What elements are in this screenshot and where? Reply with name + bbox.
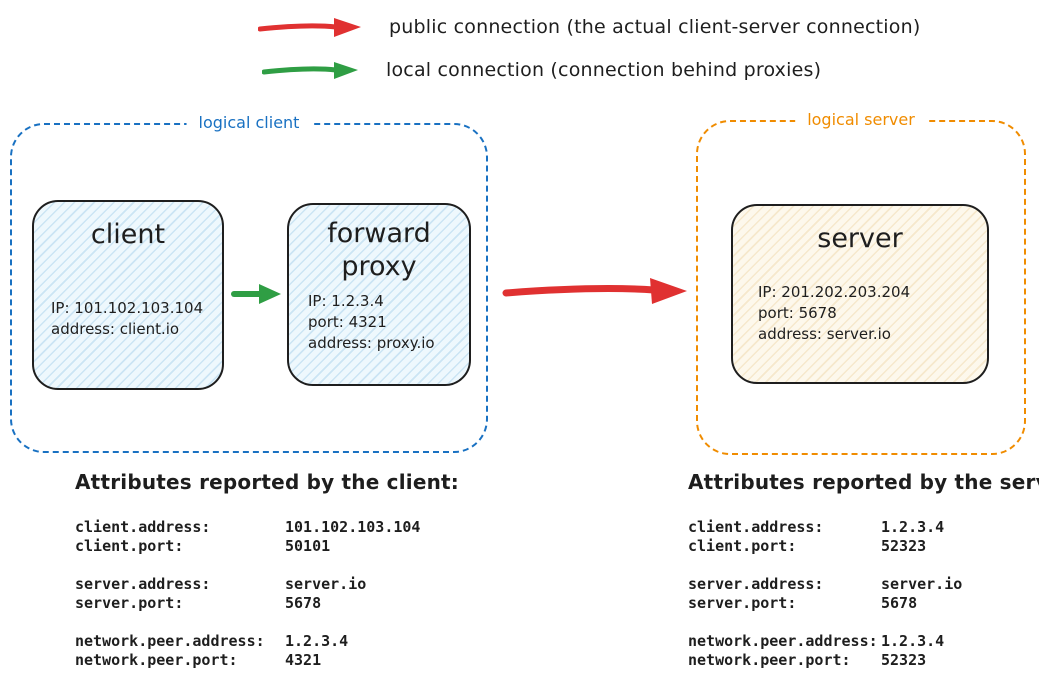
- attr-key: network.peer.address:: [75, 632, 265, 650]
- attr-value: server.io: [285, 575, 367, 593]
- server-port: port: 5678: [758, 304, 837, 322]
- proxy-address: address: proxy.io: [308, 334, 435, 352]
- attr-key: client.address:: [75, 518, 211, 536]
- server-attributes-table: client.address: 1.2.3.4 client.port: 523…: [688, 518, 1039, 670]
- attr-value: 5678: [881, 594, 918, 612]
- attr-key: client.port:: [688, 537, 797, 555]
- logical-server-label: logical server: [795, 110, 927, 129]
- legend-public-label: public connection (the actual client-ser…: [389, 16, 921, 38]
- table-row: server.port: 5678: [688, 594, 1039, 613]
- server-address: address: server.io: [758, 325, 891, 343]
- forward-proxy-node-title: forward proxy: [327, 218, 431, 282]
- client-to-proxy-arrow-icon: [231, 284, 281, 304]
- attr-key: server.address:: [75, 575, 211, 593]
- attr-value: 52323: [881, 651, 927, 669]
- attr-key: client.address:: [688, 518, 824, 536]
- attr-group-client: client.address: 101.102.103.104 client.p…: [75, 518, 459, 556]
- proxy-port: port: 4321: [308, 313, 387, 331]
- server-node: server IP: 201.202.203.204 port: 5678 ad…: [731, 204, 989, 384]
- attr-value: 1.2.3.4: [881, 632, 945, 650]
- attr-value: 5678: [285, 594, 322, 612]
- legend-local-connection: local connection (connection behind prox…: [262, 58, 821, 82]
- client-node: client IP: 101.102.103.104 address: clie…: [32, 200, 224, 390]
- client-address: address: client.io: [51, 320, 180, 338]
- table-row: network.peer.port: 4321: [75, 651, 459, 670]
- logical-client-label: logical client: [186, 113, 312, 132]
- client-ip: IP: 101.102.103.104: [51, 299, 204, 317]
- attr-group-client: client.address: 1.2.3.4 client.port: 523…: [688, 518, 1039, 556]
- table-row: server.address: server.io: [75, 575, 459, 594]
- legend-public-connection: public connection (the actual client-ser…: [258, 14, 920, 40]
- local-connection-arrow-icon: [262, 62, 358, 79]
- table-row: client.port: 50101: [75, 537, 459, 556]
- attr-key: server.port:: [688, 594, 797, 612]
- attr-value: 1.2.3.4: [881, 518, 945, 536]
- table-row: network.peer.address: 1.2.3.4: [75, 632, 459, 651]
- table-row: server.port: 5678: [75, 594, 459, 613]
- table-row: network.peer.address: 1.2.3.4: [688, 632, 1039, 651]
- attr-value: 101.102.103.104: [285, 518, 421, 536]
- attr-value: 52323: [881, 537, 927, 555]
- logical-server-group: logical server: [696, 110, 1026, 455]
- table-row: client.address: 101.102.103.104: [75, 518, 459, 537]
- attr-group-network-peer: network.peer.address: 1.2.3.4 network.pe…: [688, 632, 1039, 670]
- client-to-server-arrow-icon: [502, 278, 687, 304]
- proxy-ip: IP: 1.2.3.4: [308, 292, 384, 310]
- attr-key: network.peer.port:: [75, 651, 238, 669]
- attr-value: 50101: [285, 537, 331, 555]
- attr-key: network.peer.port:: [688, 651, 851, 669]
- table-row: client.port: 52323: [688, 537, 1039, 556]
- public-connection-arrow-icon: [258, 18, 361, 37]
- server-attributes-title: Attributes reported by the server:: [688, 470, 1039, 494]
- server-node-title: server: [817, 223, 903, 254]
- client-attributes-title: Attributes reported by the client:: [75, 470, 459, 494]
- table-row: network.peer.port: 52323: [688, 651, 1039, 670]
- attr-group-network-peer: network.peer.address: 1.2.3.4 network.pe…: [75, 632, 459, 670]
- attr-key: server.port:: [75, 594, 184, 612]
- attr-value: 1.2.3.4: [285, 632, 349, 650]
- attr-key: server.address:: [688, 575, 824, 593]
- client-node-details: IP: 101.102.103.104 address: client.io: [51, 298, 203, 340]
- attr-key: network.peer.address:: [688, 632, 878, 650]
- server-node-details: IP: 201.202.203.204 port: 5678 address: …: [758, 282, 910, 345]
- forward-proxy-node: forward proxy IP: 1.2.3.4 port: 4321 add…: [287, 203, 471, 386]
- server-attributes-section: Attributes reported by the server: clien…: [688, 470, 1039, 670]
- client-attributes-table: client.address: 101.102.103.104 client.p…: [75, 518, 459, 670]
- attr-group-server: server.address: server.io server.port: 5…: [75, 575, 459, 613]
- legend-local-label: local connection (connection behind prox…: [386, 59, 822, 81]
- table-row: server.address: server.io: [688, 575, 1039, 594]
- logical-client-group: logical client: [10, 113, 488, 453]
- forward-proxy-node-details: IP: 1.2.3.4 port: 4321 address: proxy.io: [308, 291, 435, 354]
- attr-value: 4321: [285, 651, 322, 669]
- table-row: client.address: 1.2.3.4: [688, 518, 1039, 537]
- client-attributes-section: Attributes reported by the client: clien…: [75, 470, 459, 670]
- attr-value: server.io: [881, 575, 963, 593]
- server-ip: IP: 201.202.203.204: [758, 283, 911, 301]
- client-node-title: client: [90, 219, 166, 250]
- attr-group-server: server.address: server.io server.port: 5…: [688, 575, 1039, 613]
- attr-key: client.port:: [75, 537, 184, 555]
